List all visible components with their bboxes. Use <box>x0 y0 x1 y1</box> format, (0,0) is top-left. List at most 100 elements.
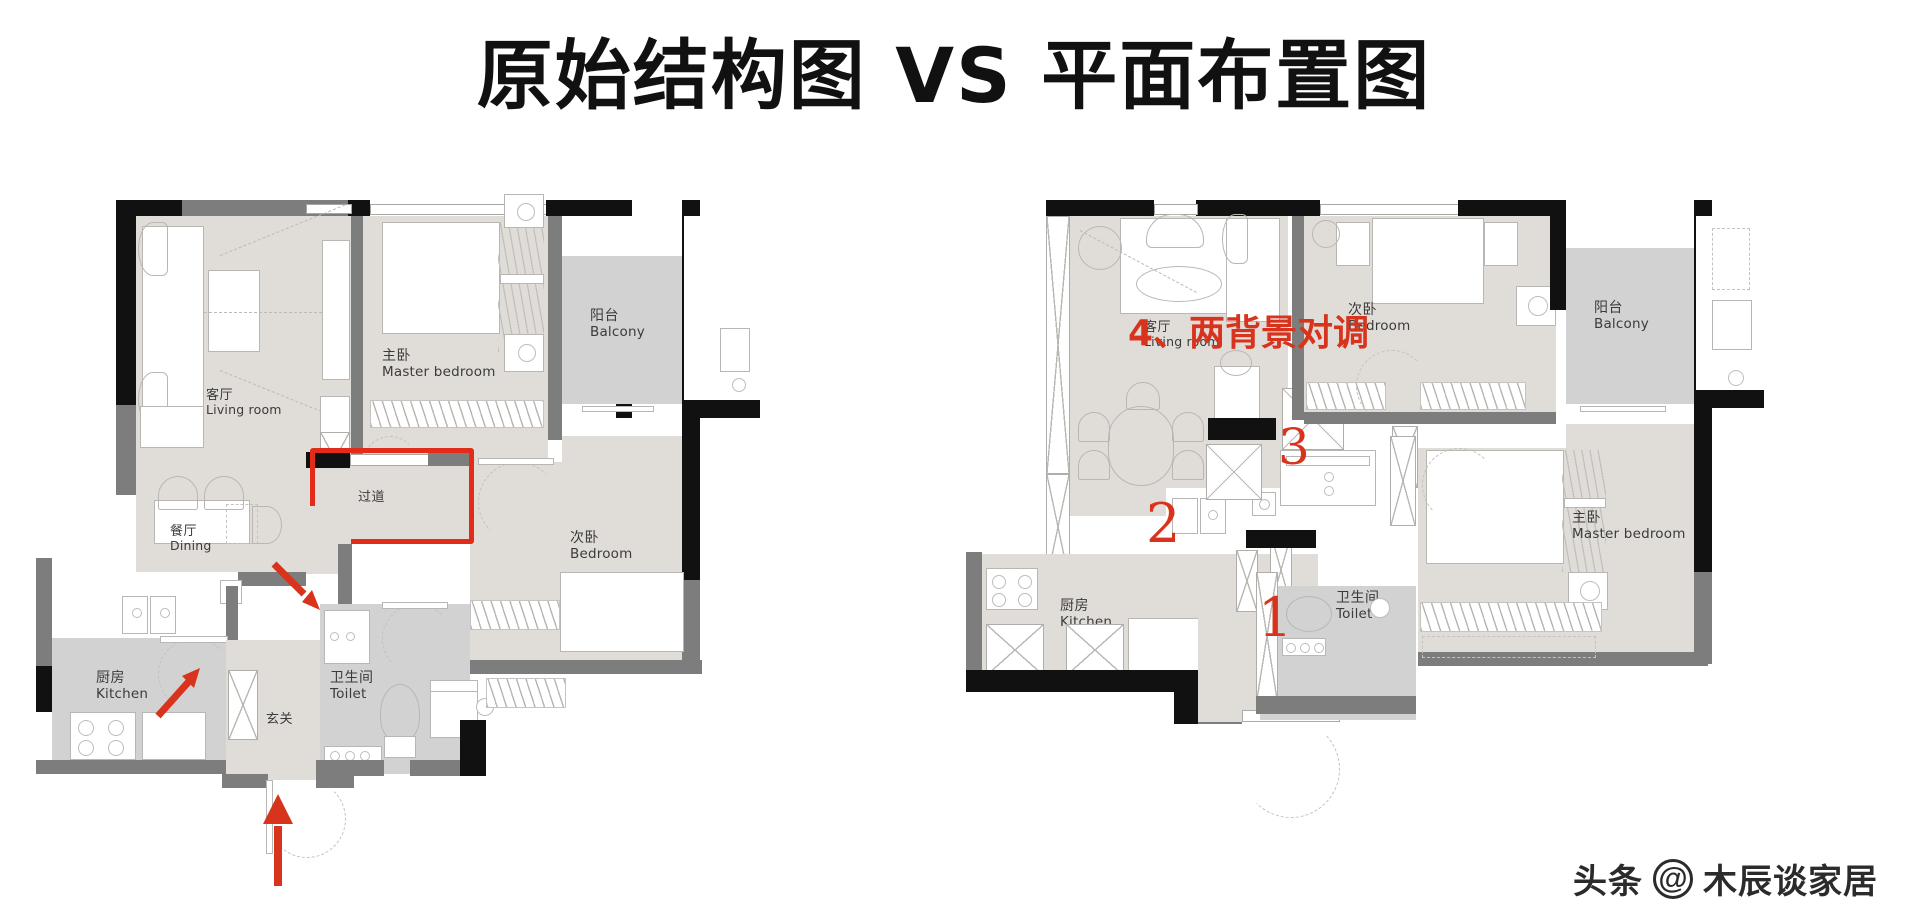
washer-panel <box>430 680 478 692</box>
ac-outdoor <box>1712 300 1752 350</box>
window <box>1320 204 1460 215</box>
sofa-arm <box>138 222 168 276</box>
faucet-icon <box>132 608 142 618</box>
wall-segment <box>1694 406 1712 582</box>
wall-segment <box>966 552 982 672</box>
wall-segment <box>1246 530 1316 548</box>
wall-segment <box>1304 412 1556 424</box>
basin <box>1220 350 1252 376</box>
ac-icon <box>517 203 535 221</box>
radiator <box>486 678 566 708</box>
coffee-table <box>1136 266 1222 302</box>
annotation-number-2: 2 <box>1146 492 1181 555</box>
wall-segment <box>1256 696 1416 714</box>
wall-segment <box>116 200 136 415</box>
ac-icon <box>1580 581 1600 601</box>
chair <box>1172 450 1204 480</box>
chair <box>1172 412 1204 442</box>
room-balcony <box>1566 248 1694 404</box>
vanity-counter <box>1286 456 1370 466</box>
hatched-wall <box>1256 572 1278 700</box>
room-label-toilet: 卫生间 Toilet <box>1336 590 1380 622</box>
entry-door-swing <box>268 780 346 858</box>
room-label-hallway: 过道 <box>358 490 386 505</box>
red-arrow-hall <box>271 561 320 610</box>
sink-basin <box>1172 498 1198 534</box>
switch-icon <box>1259 499 1270 510</box>
wall-segment <box>470 660 702 674</box>
room-label-entrance: 玄关 <box>266 712 294 727</box>
balcony-window-band <box>562 216 682 256</box>
room-label-living: 客厅 Living room <box>206 388 282 418</box>
chair <box>1126 382 1160 410</box>
faucet-icon <box>346 632 355 641</box>
right-floor-plan: 客厅 Living room 厨房 Kitchen 卫生间 Toilet <box>960 200 1890 900</box>
wall-segment <box>36 558 52 674</box>
ac-outdoor <box>720 328 750 372</box>
door-swing <box>478 462 558 542</box>
bed <box>1372 218 1484 304</box>
burner-icon <box>1018 593 1032 607</box>
tv-cabinet <box>322 240 350 380</box>
bed <box>382 222 500 334</box>
drain-icon <box>1300 643 1310 653</box>
burner-icon <box>108 740 124 756</box>
fridge <box>1128 618 1200 676</box>
wall-segment <box>316 760 384 776</box>
faucet-icon <box>330 632 339 641</box>
watermark-platform: 头条 <box>1573 862 1643 902</box>
left-floor-plan: 客厅 Living room 主卧 Master bedroom 阳台 Balc… <box>30 194 960 900</box>
annotation-note-4: 4、两背景对调 <box>1128 313 1370 354</box>
wall-segment <box>116 405 136 495</box>
room-label-kitchen: 厨房 Kitchen <box>96 670 149 702</box>
ac-icon <box>1528 296 1548 316</box>
annotation-number-3: 3 <box>1278 418 1310 476</box>
room-label-balcony: 阳台 Balcony <box>590 308 645 340</box>
room-label-toilet: 卫生间 Toilet <box>330 670 374 702</box>
faucet-icon <box>160 608 170 618</box>
cabinet <box>1066 624 1124 676</box>
side-table <box>140 406 204 448</box>
door-leaf <box>382 602 448 609</box>
page-title: 原始结构图 VS 平面布置图 <box>476 31 1432 120</box>
hatched-wall <box>1390 436 1416 526</box>
wall-segment <box>306 452 350 468</box>
chair <box>204 476 244 510</box>
wall-segment <box>428 452 472 466</box>
wall-segment <box>1196 200 1292 216</box>
radiator <box>370 400 544 428</box>
wall-segment <box>460 720 486 776</box>
balcony-rail <box>1580 406 1666 412</box>
drain-icon <box>1728 370 1744 386</box>
nightstand <box>1484 222 1518 266</box>
watermark-at-icon: @ <box>1653 858 1693 899</box>
drain-icon <box>732 378 746 392</box>
faucet-icon <box>1324 486 1334 496</box>
ac-unit <box>504 334 544 372</box>
wall-segment <box>36 666 54 712</box>
radiator <box>470 600 560 630</box>
room-label-bedroom2: 次卧 Bedroom <box>1348 302 1411 334</box>
room-label-dining: 餐厅 Dining <box>170 524 212 554</box>
room-label-master: 主卧 Master bedroom <box>1572 510 1686 542</box>
wall-segment <box>1694 390 1764 408</box>
wall-segment <box>1208 418 1276 440</box>
balcony-window-band <box>1566 216 1694 248</box>
shoe-cabinet <box>228 670 258 740</box>
wall-segment <box>36 760 242 774</box>
wall-segment <box>682 400 760 418</box>
nightstand <box>1336 222 1370 266</box>
burner-icon <box>1018 575 1032 589</box>
annotation-number-1: 1 <box>1258 586 1293 649</box>
hatched-wall <box>1046 474 1070 580</box>
burner-icon <box>78 740 94 756</box>
lamp <box>1312 220 1340 248</box>
red-arrow-kitchen <box>155 668 200 719</box>
wall-segment <box>1418 652 1708 666</box>
toilet-tank <box>384 736 416 758</box>
watermark-author: 木辰谈家居 <box>1703 862 1878 902</box>
room-label-master: 主卧 Master bedroom <box>382 348 496 380</box>
door-swing <box>1356 350 1428 422</box>
rug-dashed <box>1422 636 1596 658</box>
entry-door-swing <box>1242 720 1340 818</box>
